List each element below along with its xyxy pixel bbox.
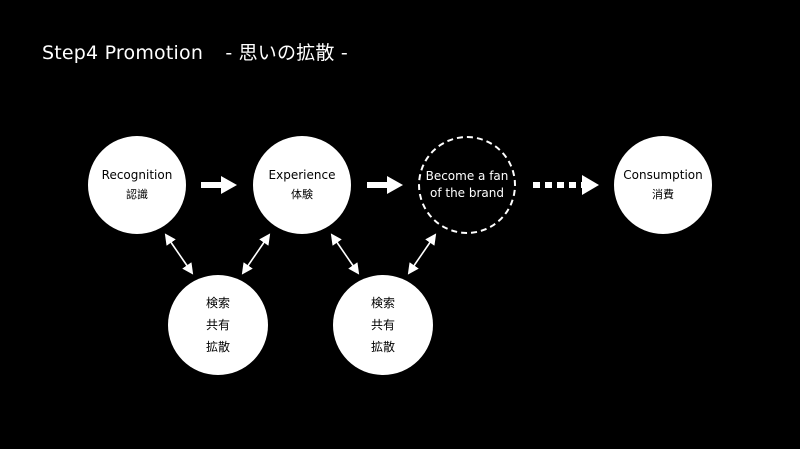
node-1-search: 検索 <box>205 296 230 310</box>
node-experience-sublabel: 体験 <box>291 188 313 201</box>
node-consumption: Consumption 消費 <box>614 136 712 234</box>
node-consumption-sublabel: 消費 <box>652 188 674 201</box>
node-1-share: 共有 <box>205 318 230 332</box>
node-2-spread: 拡散 <box>370 340 395 354</box>
node-2-share: 共有 <box>370 318 395 332</box>
node-become-a-fan: Become a fan of the brand <box>418 136 516 234</box>
node-search-share-spread-1: 検索 共有 拡散 <box>168 275 268 375</box>
flow-arrow-experience-fan <box>367 176 403 194</box>
title-main: Step4 Promotion <box>42 42 204 64</box>
title-subtitle: - 思いの拡散 - <box>225 42 348 64</box>
flow-arrow-recognition-experience <box>201 176 237 194</box>
node-consumption-label: Consumption <box>623 168 703 182</box>
flow-arrow-fan-consumption-dashed <box>533 175 599 195</box>
node-search-share-spread-2: 検索 共有 拡散 <box>333 275 433 375</box>
node-recognition-label: Recognition <box>101 168 173 182</box>
node-fan-line2: of the brand <box>429 186 504 200</box>
node-fan-line1: Become a fan <box>425 169 509 183</box>
bidirectional-arrow-4 <box>407 233 437 275</box>
bidirectional-arrow-1 <box>164 233 194 275</box>
bidirectional-arrow-2 <box>241 233 271 275</box>
bidirectional-arrow-3 <box>330 233 360 275</box>
node-experience: Experience 体験 <box>253 136 351 234</box>
node-recognition-sublabel: 認識 <box>126 188 148 201</box>
node-2-search: 検索 <box>370 296 395 310</box>
node-1-spread: 拡散 <box>205 340 230 354</box>
node-recognition: Recognition 認識 <box>88 136 186 234</box>
page-title: Step4 Promotion - 思いの拡散 - <box>42 38 348 65</box>
node-experience-label: Experience <box>268 168 336 182</box>
